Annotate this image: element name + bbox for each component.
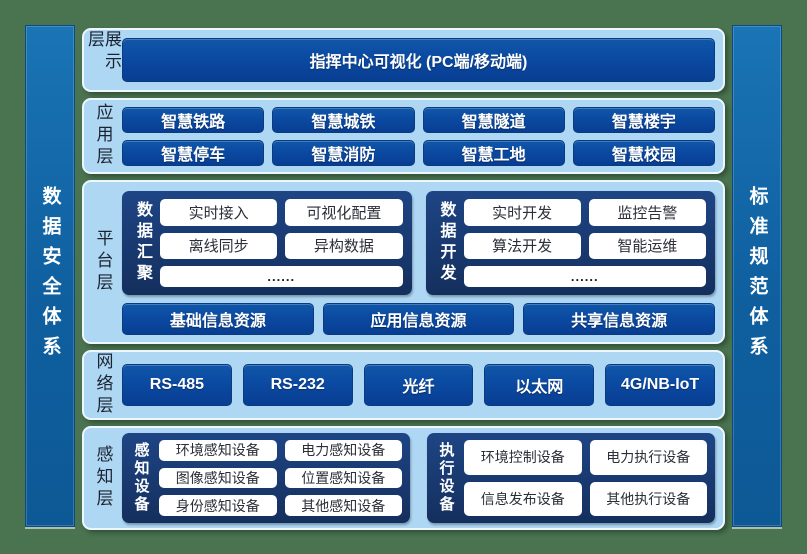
chip-env-control: 环境控制设备 [464,440,582,475]
pillar-data-security-label: 数据安全体系 [39,186,61,366]
chip-intelligent-ops: 智能运维 [588,232,706,260]
chip-algorithm-dev: 算法开发 [463,232,581,260]
chip-location-sensing: 位置感知设备 [284,467,402,489]
platform-group-data-development-label: 数据开发 [437,201,455,285]
chip-other-execution: 其他执行设备 [589,481,707,516]
application-item-railway: 智慧铁路 [122,107,265,133]
application-item-construction: 智慧工地 [422,140,565,166]
layer-network-content: RS-485 RS-232 光纤 以太网 4G/NB-IoT [122,352,723,418]
application-item-parking: 智慧停车 [122,140,265,166]
chip-identity-sensing: 身份感知设备 [159,495,277,516]
layer-presentation: 展示层 指挥中心可视化 (PC端/移动端) [82,28,725,92]
perception-group-sensing-label: 感知设备 [132,442,150,514]
platform-groups: 数据汇聚 实时接入 可视化配置 离线同步 异构数据 ...... 数据开发 实时… [122,191,715,295]
layer-application-content: 智慧铁路 智慧城铁 智慧隧道 智慧楼宇 智慧停车 智慧消防 智慧工地 智慧校园 [122,100,723,172]
chip-other-sensing: 其他感知设备 [284,495,402,516]
chip-heterogeneous-data: 异构数据 [285,232,403,260]
network-item-rs485: RS-485 [122,364,232,406]
chip-image-sensing: 图像感知设备 [159,467,277,489]
perception-group-execution-label: 执行设备 [437,442,455,514]
chip-power-sensing: 电力感知设备 [284,440,402,461]
network-item-fiber: 光纤 [363,364,474,406]
chip-realtime-access: 实时接入 [160,199,278,226]
resource-shared-info: 共享信息资源 [523,303,716,335]
pillar-data-security: 数据安全体系 [25,25,75,527]
application-item-metro: 智慧城铁 [272,107,415,133]
layer-perception-label: 感知层 [93,445,113,511]
network-item-4g-nbiot: 4G/NB-IoT [605,364,715,406]
perception-execution-chips: 环境控制设备 电力执行设备 信息发布设备 其他执行设备 [464,440,707,516]
layer-platform: 平台层 数据汇聚 实时接入 可视化配置 离线同步 异构数据 ...... [82,180,725,344]
layer-presentation-content: 指挥中心可视化 (PC端/移动端) [122,30,723,90]
pillar-standards: 标准规范体系 [732,25,782,527]
application-item-fire: 智慧消防 [272,140,415,166]
chip-visual-config: 可视化配置 [285,199,403,226]
application-item-tunnel: 智慧隧道 [422,107,565,133]
network-item-rs232: RS-232 [242,364,353,406]
chip-monitor-alert: 监控告警 [588,199,706,226]
network-item-ethernet: 以太网 [484,364,595,406]
layer-perception: 感知层 感知设备 环境感知设备 电力感知设备 图像感知设备 位置感知设备 身份感… [82,426,725,530]
layer-application: 应用层 智慧铁路 智慧城铁 智慧隧道 智慧楼宇 智慧停车 智慧消防 智慧工地 智… [82,98,725,174]
platform-group-data-aggregation-chips: 实时接入 可视化配置 离线同步 异构数据 ...... [160,199,403,287]
layer-perception-content: 感知设备 环境感知设备 电力感知设备 图像感知设备 位置感知设备 身份感知设备 … [122,428,723,528]
chip-info-publish: 信息发布设备 [464,481,582,516]
perception-group-execution-devices: 执行设备 环境控制设备 电力执行设备 信息发布设备 其他执行设备 [427,433,715,523]
chip-realtime-dev: 实时开发 [463,199,581,226]
platform-resources: 基础信息资源 应用信息资源 共享信息资源 [122,303,716,335]
resource-basic-info: 基础信息资源 [122,303,314,335]
pillar-standards-label: 标准规范体系 [746,186,768,366]
chip-more-aggregation: ...... [160,266,403,287]
platform-group-data-aggregation: 数据汇聚 实时接入 可视化配置 离线同步 异构数据 ...... [122,191,412,295]
presentation-title-box: 指挥中心可视化 (PC端/移动端) [122,38,715,82]
application-item-campus: 智慧校园 [572,140,715,166]
layer-platform-label: 平台层 [93,229,113,295]
layer-presentation-label: 展示层 [85,30,121,74]
layers-stack: 展示层 指挥中心可视化 (PC端/移动端) 应用层 智慧铁路 智慧城铁 智慧隧道… [82,28,725,536]
layer-platform-content: 数据汇聚 实时接入 可视化配置 离线同步 异构数据 ...... 数据开发 实时… [122,182,723,342]
chip-offline-sync: 离线同步 [160,232,278,260]
platform-group-data-aggregation-label: 数据汇聚 [134,201,151,285]
layer-network-label: 网络层 [93,352,113,418]
perception-sensing-chips: 环境感知设备 电力感知设备 图像感知设备 位置感知设备 身份感知设备 其他感知设… [159,440,402,516]
perception-group-sensing-devices: 感知设备 环境感知设备 电力感知设备 图像感知设备 位置感知设备 身份感知设备 … [122,433,410,523]
layer-network: 网络层 RS-485 RS-232 光纤 以太网 4G/NB-IoT [82,350,725,420]
resource-application-info: 应用信息资源 [322,303,515,335]
chip-env-sensing: 环境感知设备 [159,440,277,461]
chip-power-execution: 电力执行设备 [589,440,707,475]
chip-more-development: ...... [463,266,706,287]
application-item-building: 智慧楼宇 [572,107,715,133]
layer-application-label: 应用层 [93,103,113,169]
platform-group-data-development-chips: 实时开发 监控告警 算法开发 智能运维 ...... [463,199,706,287]
platform-group-data-development: 数据开发 实时开发 监控告警 算法开发 智能运维 ...... [425,191,715,295]
